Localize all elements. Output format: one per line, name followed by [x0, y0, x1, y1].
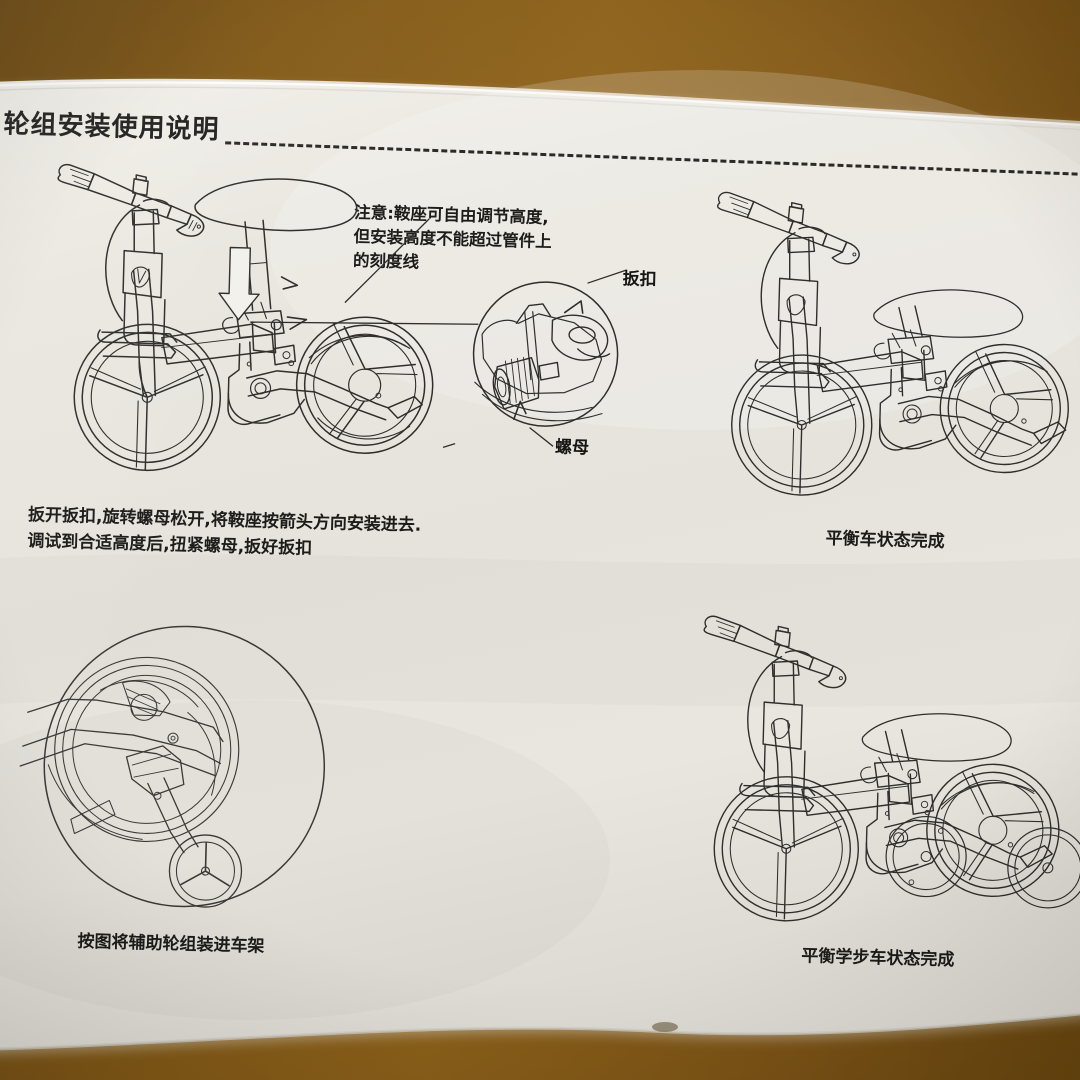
- training-wheel-left: [885, 815, 967, 898]
- caption-step3: 按图将辅助轮组装进车架: [77, 931, 265, 957]
- handlebar: [703, 615, 847, 773]
- label-buckle: 扳扣: [622, 269, 657, 291]
- caption-step2: 平衡车状态完成: [825, 528, 945, 552]
- figure-step4: [690, 600, 1080, 940]
- rear-wheel: [939, 343, 1069, 474]
- training-wheel: [168, 834, 243, 908]
- training-wheel-right: [1007, 827, 1080, 909]
- saddle: [861, 713, 1012, 762]
- detail-leader-lines: [442, 269, 627, 448]
- caption-step4: 平衡学步车状态完成: [801, 946, 955, 971]
- caption-step1: 扳开扳扣,旋转螺母松开,将鞍座按箭头方向安装进去. 调试到合适高度后,扭紧螺母,…: [27, 505, 422, 560]
- figure-step2: [702, 182, 1080, 512]
- page-title: 轮组安装使用说明: [3, 109, 220, 146]
- label-nut: 螺母: [554, 437, 590, 459]
- figure-step3: [19, 617, 370, 926]
- figure-detail-clamp: [451, 260, 656, 455]
- saddle: [873, 289, 1024, 338]
- note-leader-line: [344, 218, 430, 304]
- detail-zoom-link: [250, 321, 479, 325]
- handlebar: [716, 191, 860, 350]
- front-wheel: [731, 354, 873, 496]
- front-wheel: [713, 776, 859, 922]
- saddle: [194, 178, 358, 232]
- knurled-nut: [492, 356, 540, 410]
- figure-step1: [40, 159, 469, 500]
- install-direction-arrow: [218, 246, 260, 321]
- handlebar: [57, 163, 205, 322]
- front-wheel: [73, 323, 222, 472]
